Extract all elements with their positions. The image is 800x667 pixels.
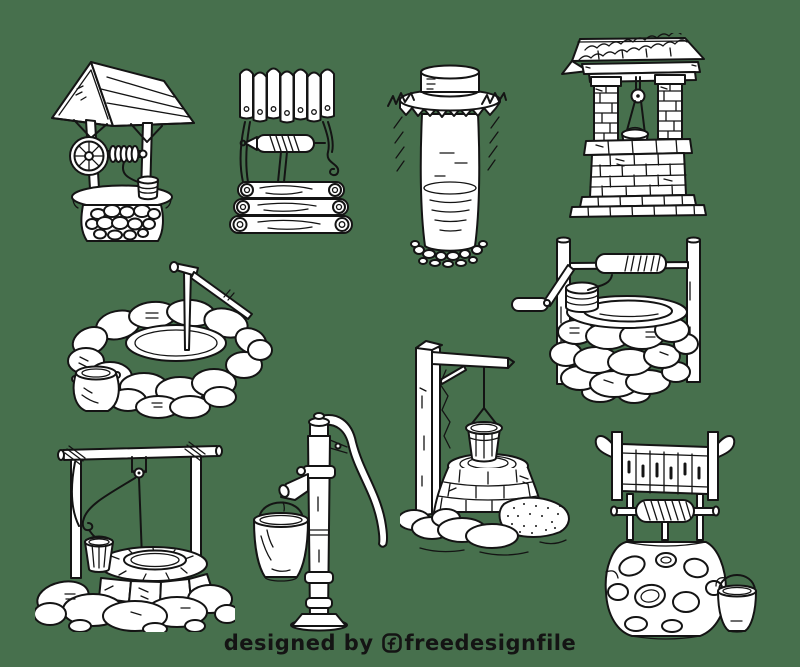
watermark: designed by freedesignfile bbox=[0, 631, 800, 655]
watermark-designed-by: designed by bbox=[223, 631, 374, 655]
sand-stipple bbox=[507, 503, 561, 534]
well-stone-windlass-crank-illustration bbox=[511, 236, 701, 404]
well-brick-pillars-tiled-roof-illustration bbox=[561, 33, 707, 218]
well-stone-ring-sweep-illustration bbox=[67, 261, 273, 419]
well-gable-roof-wheel-illustration bbox=[51, 61, 195, 242]
well-post-jib-bucket-illustration bbox=[400, 340, 570, 556]
hand-water-pump-illustration bbox=[253, 412, 389, 632]
well-frame-rope-bucket-illustration bbox=[35, 441, 235, 632]
well-log-plank-windlass-illustration bbox=[229, 67, 353, 234]
watermark-brand: freedesignfile bbox=[404, 631, 577, 655]
well-pebble-windlass-bucket-illustration bbox=[594, 431, 757, 640]
freedesignfile-logo-icon bbox=[381, 633, 402, 653]
well-concrete-cylinder-illustration bbox=[387, 64, 507, 268]
